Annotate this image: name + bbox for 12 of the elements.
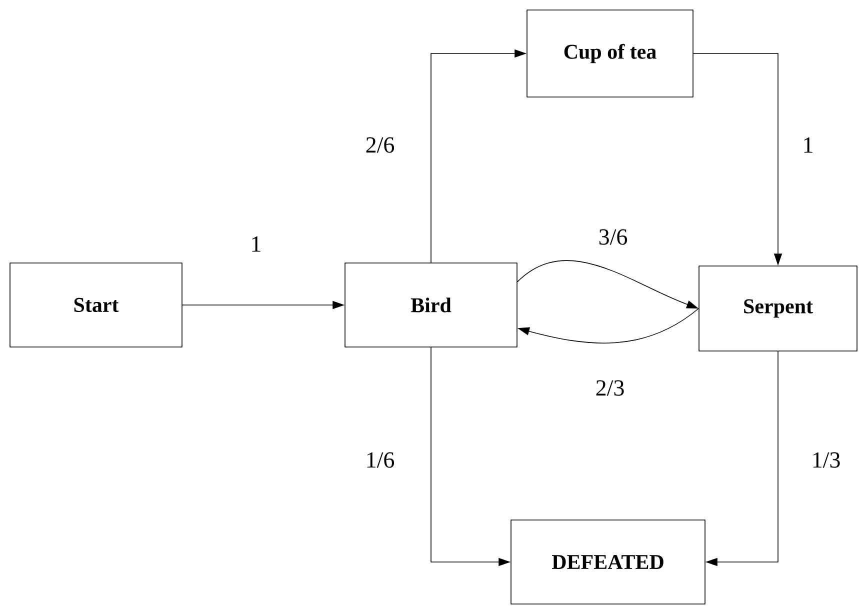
edge-label: 2/3 (594, 379, 626, 397)
state-box: Start (10, 262, 182, 348)
state-box: Bird (344, 262, 518, 348)
edge-label: 1/3 (810, 451, 842, 469)
state-box: DEFEATED (510, 520, 706, 604)
state-box: Serpent (698, 266, 858, 352)
edge-label: 3/6 (597, 228, 629, 246)
edge-label: 1 (801, 136, 815, 154)
edge-label: 1 (249, 235, 263, 253)
edge-label: 1/6 (364, 451, 396, 469)
edge-label: 2/6 (364, 136, 396, 154)
state-box: Cup of tea (526, 10, 694, 98)
